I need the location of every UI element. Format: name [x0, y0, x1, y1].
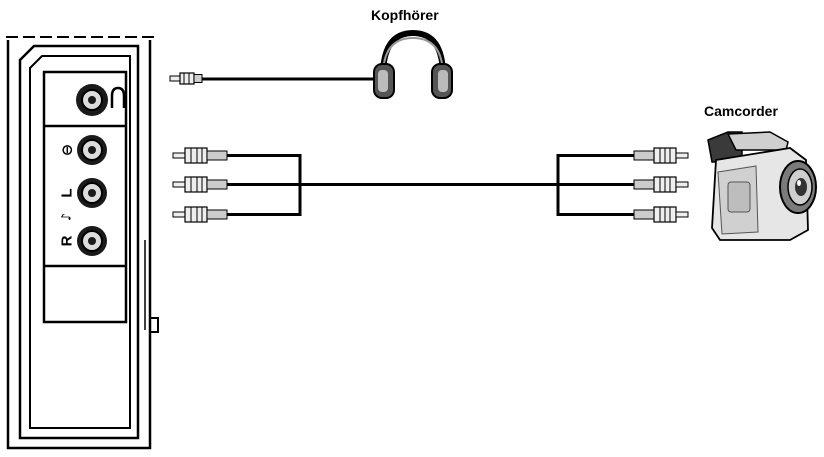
left-channel-label: L	[59, 188, 76, 197]
headphones-label: Kopfhörer	[371, 7, 439, 23]
left-plug-audio-r	[172, 206, 228, 223]
headphone-cable	[169, 72, 388, 85]
panel-side-tab	[150, 317, 159, 333]
video-jack[interactable]	[77, 135, 107, 165]
left-plug-video	[172, 147, 228, 164]
video-symbol-label: ⊖	[58, 144, 76, 157]
audio-right-jack[interactable]	[77, 226, 107, 256]
right-plug-video	[633, 147, 689, 164]
right-plug-audio-l	[633, 176, 689, 193]
left-plug-audio-l	[172, 176, 228, 193]
panel-outer-housing	[6, 40, 152, 450]
camcorder-label: Camcorder	[704, 103, 778, 119]
audio-symbol-label: ♪	[60, 213, 75, 221]
headphone-jack[interactable]	[76, 84, 126, 116]
right-channel-label: R	[59, 235, 76, 246]
camcorder-icon	[707, 131, 817, 241]
panel-inner-housing	[18, 44, 140, 440]
rca-cable-bundle	[172, 147, 689, 223]
headphone-symbol-icon	[110, 86, 126, 108]
audio-left-jack[interactable]	[77, 178, 107, 208]
panel-bezel	[29, 55, 131, 429]
headphones-icon	[373, 29, 453, 99]
right-plug-audio-r	[633, 206, 689, 223]
tv-side-panel: ⊖ L ♪ R	[6, 36, 159, 450]
mini-jack-plug-icon	[169, 72, 203, 85]
